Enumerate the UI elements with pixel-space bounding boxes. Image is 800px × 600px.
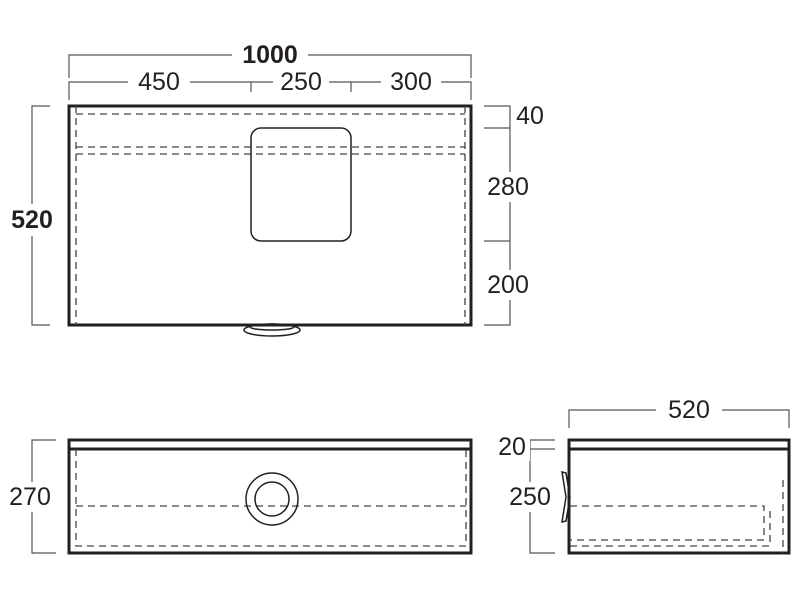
- segment-middle-label: 250: [280, 68, 322, 96]
- depth-middle-label: 280: [487, 173, 529, 201]
- depth-top-label: 40: [516, 102, 544, 130]
- front-hidden-lines: [75, 449, 467, 547]
- body-height-label: 250: [509, 483, 551, 511]
- segment-right-label: 300: [390, 68, 432, 96]
- side-outline: [567, 438, 791, 555]
- drawer-handle: [561, 470, 571, 524]
- front-view: 270: [4, 438, 473, 555]
- front-outline: [67, 438, 473, 555]
- front-height-label: 270: [9, 483, 51, 511]
- waste-inner-ring: [254, 481, 290, 517]
- top-view: 1000 450 250 300 520 40 280 200: [6, 40, 552, 337]
- right-dimension-lines: [484, 105, 511, 326]
- waste-outer-ring: [245, 472, 299, 526]
- overall-width-label: 1000: [242, 41, 298, 69]
- drain-inner: [249, 323, 295, 331]
- side-depth-label: 520: [668, 396, 710, 424]
- hidden-lines: [75, 106, 466, 325]
- overall-depth-label: 520: [11, 206, 53, 234]
- depth-bottom-label: 200: [487, 271, 529, 299]
- vanity-top-outline: [67, 104, 473, 327]
- segment-left-label: 450: [138, 68, 180, 96]
- side-view: 520 20 250: [494, 396, 791, 555]
- side-hidden-lines: [570, 480, 784, 553]
- basin-cutout: [250, 127, 352, 242]
- top-thickness-label: 20: [498, 433, 526, 461]
